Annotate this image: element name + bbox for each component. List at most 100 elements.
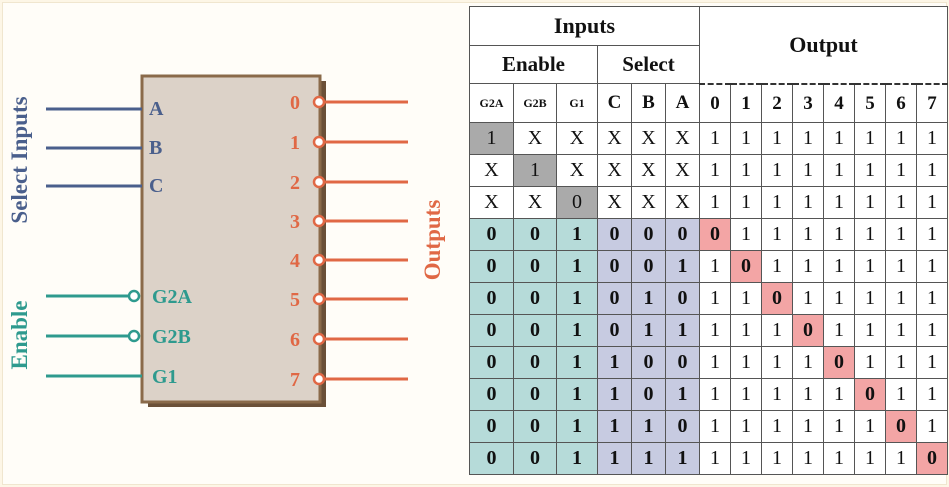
table-cell: X	[597, 121, 632, 155]
table-cell: 1	[823, 377, 855, 411]
table-cell: 1	[916, 281, 948, 315]
table-cell: X	[556, 121, 598, 155]
output-bubble-5	[312, 292, 326, 306]
table-cell: 1	[916, 153, 948, 187]
table-cell: 1	[665, 441, 700, 475]
table-cell: 1	[823, 281, 855, 315]
table-cell: 0	[469, 345, 514, 379]
table-cell: 1	[792, 345, 824, 379]
table-cell: X	[556, 153, 598, 187]
table-cell: 0	[665, 217, 700, 251]
col-header-b: B	[631, 83, 666, 123]
table-cell: 1	[854, 249, 886, 283]
g2a-inversion-bubble	[127, 289, 141, 303]
table-cell: 1	[916, 217, 948, 251]
table-cell: 0	[513, 345, 557, 379]
table-cell: 1	[699, 441, 731, 475]
table-cell: 1	[730, 281, 762, 315]
table-cell: 1	[792, 281, 824, 315]
table-cell: 1	[730, 313, 762, 347]
table-cell: X	[631, 153, 666, 187]
table-cell: 1	[792, 217, 824, 251]
table-cell: 1	[730, 409, 762, 443]
table-cell: 0	[513, 313, 557, 347]
table-cell: 1	[761, 313, 793, 347]
table-cell: 1	[854, 345, 886, 379]
output-bubble-0	[312, 95, 326, 109]
table-cell: 1	[854, 121, 886, 155]
table-cell: 1	[556, 345, 598, 379]
table-cell: 1	[854, 217, 886, 251]
table-cell: 1	[916, 185, 948, 219]
table-cell: 0	[469, 441, 514, 475]
col-header-out-2: 2	[761, 82, 793, 123]
pin-label-b: B	[149, 137, 162, 159]
table-cell: 0	[469, 249, 514, 283]
table-cell: 1	[823, 249, 855, 283]
table-cell: 1	[556, 409, 598, 443]
table-cell: 1	[792, 441, 824, 475]
table-cell: X	[631, 185, 666, 219]
pin-label-a: A	[149, 98, 164, 120]
table-cell: 1	[597, 345, 632, 379]
table-cell: 1	[792, 153, 824, 187]
table-cell: 0	[665, 409, 700, 443]
table-cell: 1	[699, 409, 731, 443]
output-bubble-4	[312, 253, 326, 267]
table-cell: 0	[597, 249, 632, 283]
table-cell: 1	[665, 249, 700, 283]
table-cell: 1	[730, 153, 762, 187]
pin-label-c: C	[149, 175, 163, 197]
output-pin-label-5: 5	[290, 289, 300, 311]
table-cell: 1	[885, 313, 917, 347]
table-cell: 1	[854, 441, 886, 475]
output-pin-label-1: 1	[290, 132, 300, 154]
table-cell: 1	[916, 377, 948, 411]
output-header: Output	[699, 6, 948, 84]
table-cell: 1	[730, 441, 762, 475]
table-cell: 0	[469, 217, 514, 251]
output-bubble-7	[312, 372, 326, 386]
enable-label: Enable	[7, 300, 32, 369]
decoder-diagram: Select Inputs Enable Outputs A B C G2A G…	[7, 74, 445, 407]
table-cell: 1	[823, 185, 855, 219]
table-cell: 1	[699, 121, 731, 155]
table-cell: 0	[631, 217, 666, 251]
col-header-out-0: 0	[699, 82, 731, 123]
table-cell: 1	[631, 409, 666, 443]
table-cell: 1	[761, 441, 793, 475]
table-cell: 1	[885, 249, 917, 283]
table-cell: 1	[916, 121, 948, 155]
table-cell: 1	[730, 377, 762, 411]
output-bubble-6	[312, 332, 326, 346]
table-cell: 1	[699, 281, 731, 315]
output-pin-label-0: 0	[290, 92, 300, 114]
table-cell: 1	[513, 153, 557, 187]
table-cell: 0	[597, 313, 632, 347]
table-cell: 1	[823, 409, 855, 443]
table-cell: 1	[699, 377, 731, 411]
table-cell: 1	[665, 313, 700, 347]
table-cell: 0	[597, 281, 632, 315]
output-bubble-1	[312, 135, 326, 149]
col-header-out-4: 4	[823, 82, 855, 123]
output-bubble-2	[312, 175, 326, 189]
table-cell: 1	[885, 441, 917, 475]
pin-label-g2a: G2A	[152, 286, 193, 308]
table-cell: 1	[665, 377, 700, 411]
table-cell: 0	[469, 377, 514, 411]
table-cell: 0	[513, 249, 557, 283]
table-cell: 1	[761, 185, 793, 219]
table-cell: 1	[730, 217, 762, 251]
table-cell: 0	[854, 377, 886, 411]
table-cell: 1	[761, 409, 793, 443]
table-cell: 1	[823, 217, 855, 251]
table-cell: X	[513, 121, 557, 155]
table-cell: X	[597, 185, 632, 219]
table-cell: 1	[854, 153, 886, 187]
